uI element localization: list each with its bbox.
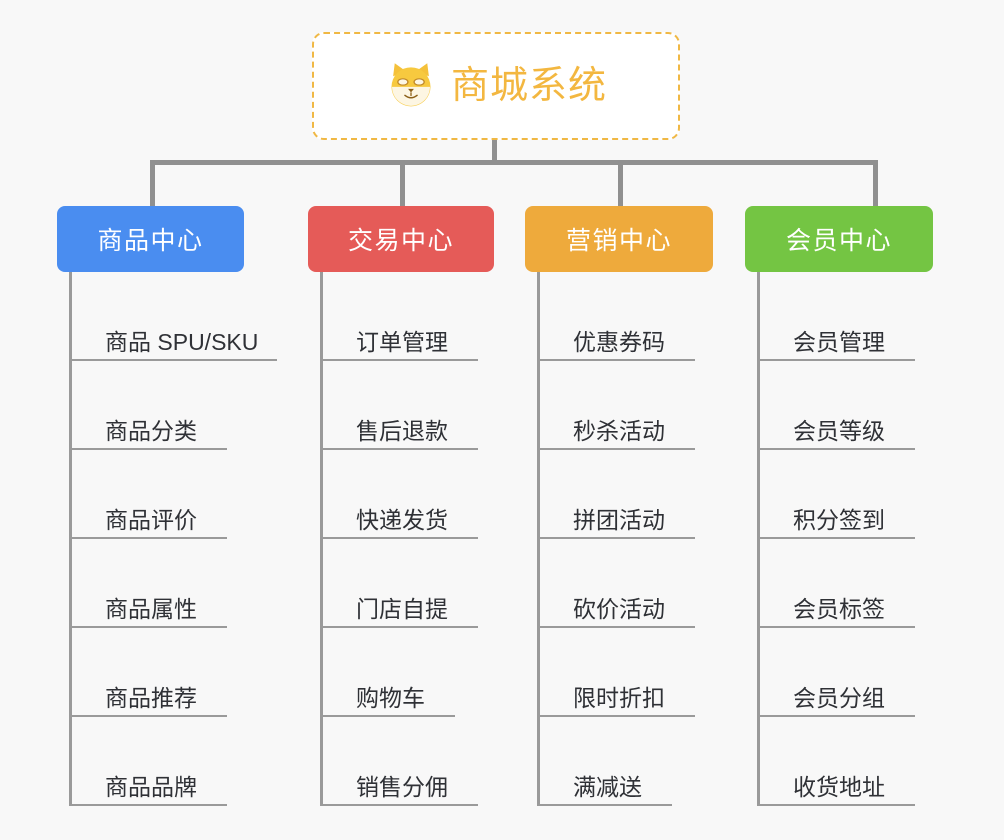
branch-product-center: 商品中心 商品 SPU/SKU 商品分类 商品评价 商品属性 商品推荐	[57, 206, 277, 806]
leaf-label: 快递发货	[356, 506, 448, 533]
leaf-item[interactable]: 会员等级	[760, 361, 933, 450]
branch-member-center: 会员中心 会员管理 会员等级 积分签到 会员标签 会员分组	[745, 206, 933, 806]
leaf-label: 会员管理	[793, 328, 885, 355]
leaf-label: 购物车	[356, 684, 425, 711]
leaf-label: 收货地址	[793, 773, 885, 800]
leaf-underline	[72, 359, 277, 361]
leaf-label: 商品属性	[105, 595, 197, 622]
connector-drop-1	[150, 160, 155, 208]
leaf-item[interactable]: 商品属性	[72, 539, 272, 628]
branch-header-member-center[interactable]: 会员中心	[745, 206, 933, 272]
leaf-label: 会员分组	[793, 684, 885, 711]
leaf-label: 商品 SPU/SKU	[105, 328, 259, 355]
branch-header-product-center[interactable]: 商品中心	[57, 206, 244, 272]
leaf-item[interactable]: 门店自提	[323, 539, 494, 628]
branch-header-trade-center[interactable]: 交易中心	[308, 206, 494, 272]
leaf-item[interactable]: 销售分佣	[323, 717, 494, 806]
leaf-label: 会员等级	[793, 417, 885, 444]
leaf-underline	[540, 448, 695, 450]
branch-items-marketing-center: 优惠券码 秒杀活动 拼团活动 砍价活动 限时折扣 满减送	[537, 272, 713, 806]
leaf-underline	[323, 804, 478, 806]
leaf-underline	[760, 448, 915, 450]
leaf-underline	[540, 626, 695, 628]
leaf-underline	[760, 626, 915, 628]
leaf-underline	[760, 715, 915, 717]
leaf-item[interactable]: 会员标签	[760, 539, 933, 628]
leaf-underline	[72, 804, 227, 806]
leaf-label: 门店自提	[356, 595, 448, 622]
leaf-label: 限时折扣	[573, 684, 665, 711]
connector-root-stem	[492, 140, 497, 162]
connector-drop-2	[400, 160, 405, 208]
leaf-label: 砍价活动	[573, 595, 665, 622]
leaf-item[interactable]: 订单管理	[323, 272, 494, 361]
leaf-label: 售后退款	[356, 417, 448, 444]
leaf-label: 销售分佣	[356, 773, 448, 800]
leaf-item[interactable]: 砍价活动	[540, 539, 713, 628]
branch-items-product-center: 商品 SPU/SKU 商品分类 商品评价 商品属性 商品推荐 商品品牌	[69, 272, 277, 806]
leaf-underline	[72, 537, 227, 539]
leaf-underline	[760, 359, 915, 361]
branch-trade-center: 交易中心 订单管理 售后退款 快递发货 门店自提 购物车	[308, 206, 494, 806]
leaf-item[interactable]: 商品评价	[72, 450, 272, 539]
branch-header-label: 营销中心	[565, 227, 672, 255]
leaf-label: 满减送	[573, 773, 642, 800]
branch-header-label: 会员中心	[785, 227, 892, 255]
leaf-underline	[540, 359, 695, 361]
branch-header-marketing-center[interactable]: 营销中心	[525, 206, 713, 272]
leaf-item[interactable]: 限时折扣	[540, 628, 713, 717]
branch-marketing-center: 营销中心 优惠券码 秒杀活动 拼团活动 砍价活动 限时折扣	[525, 206, 713, 806]
leaf-item[interactable]: 优惠券码	[540, 272, 713, 361]
branch-items-member-center: 会员管理 会员等级 积分签到 会员标签 会员分组 收货地址	[757, 272, 933, 806]
leaf-underline	[323, 715, 455, 717]
leaf-item[interactable]: 商品分类	[72, 361, 272, 450]
leaf-underline	[540, 715, 695, 717]
root-title: 商城系统	[450, 65, 607, 107]
leaf-label: 积分签到	[793, 506, 885, 533]
branch-header-label: 交易中心	[347, 227, 454, 255]
connector-drop-4	[873, 160, 878, 208]
leaf-underline	[72, 448, 227, 450]
leaf-item[interactable]: 商品品牌	[72, 717, 272, 806]
leaf-item[interactable]: 满减送	[540, 717, 713, 806]
leaf-underline	[323, 537, 478, 539]
leaf-label: 商品推荐	[105, 684, 197, 711]
branch-header-label: 商品中心	[97, 227, 204, 255]
leaf-underline	[323, 448, 478, 450]
leaf-item[interactable]: 拼团活动	[540, 450, 713, 539]
leaf-underline	[760, 804, 915, 806]
leaf-label: 订单管理	[356, 328, 448, 355]
leaf-label: 拼团活动	[573, 506, 665, 533]
leaf-label: 商品评价	[105, 506, 197, 533]
leaf-label: 商品品牌	[105, 773, 197, 800]
leaf-item[interactable]: 快递发货	[323, 450, 494, 539]
leaf-underline	[72, 626, 227, 628]
branch-items-trade-center: 订单管理 售后退款 快递发货 门店自提 购物车 销售分佣	[320, 272, 494, 806]
leaf-underline	[323, 626, 478, 628]
leaf-item[interactable]: 收货地址	[760, 717, 933, 806]
leaf-item[interactable]: 商品推荐	[72, 628, 272, 717]
leaf-underline	[540, 804, 672, 806]
leaf-underline	[323, 359, 478, 361]
leaf-item[interactable]: 购物车	[323, 628, 494, 717]
leaf-label: 秒杀活动	[573, 417, 665, 444]
leaf-label: 商品分类	[105, 417, 197, 444]
leaf-underline	[72, 715, 227, 717]
leaf-label: 会员标签	[793, 595, 885, 622]
connector-drop-3	[618, 160, 623, 208]
leaf-label: 优惠券码	[573, 328, 665, 355]
leaf-underline	[540, 537, 695, 539]
shiba-dog-face-icon	[385, 60, 437, 112]
leaf-item[interactable]: 售后退款	[323, 361, 494, 450]
leaf-item[interactable]: 会员管理	[760, 272, 933, 361]
leaf-item[interactable]: 会员分组	[760, 628, 933, 717]
leaf-item[interactable]: 秒杀活动	[540, 361, 713, 450]
leaf-item[interactable]: 积分签到	[760, 450, 933, 539]
leaf-item[interactable]: 商品 SPU/SKU	[72, 272, 277, 361]
root-node[interactable]: 商城系统	[312, 32, 680, 140]
leaf-underline	[760, 537, 915, 539]
connector-horizontal-bus	[150, 160, 878, 165]
